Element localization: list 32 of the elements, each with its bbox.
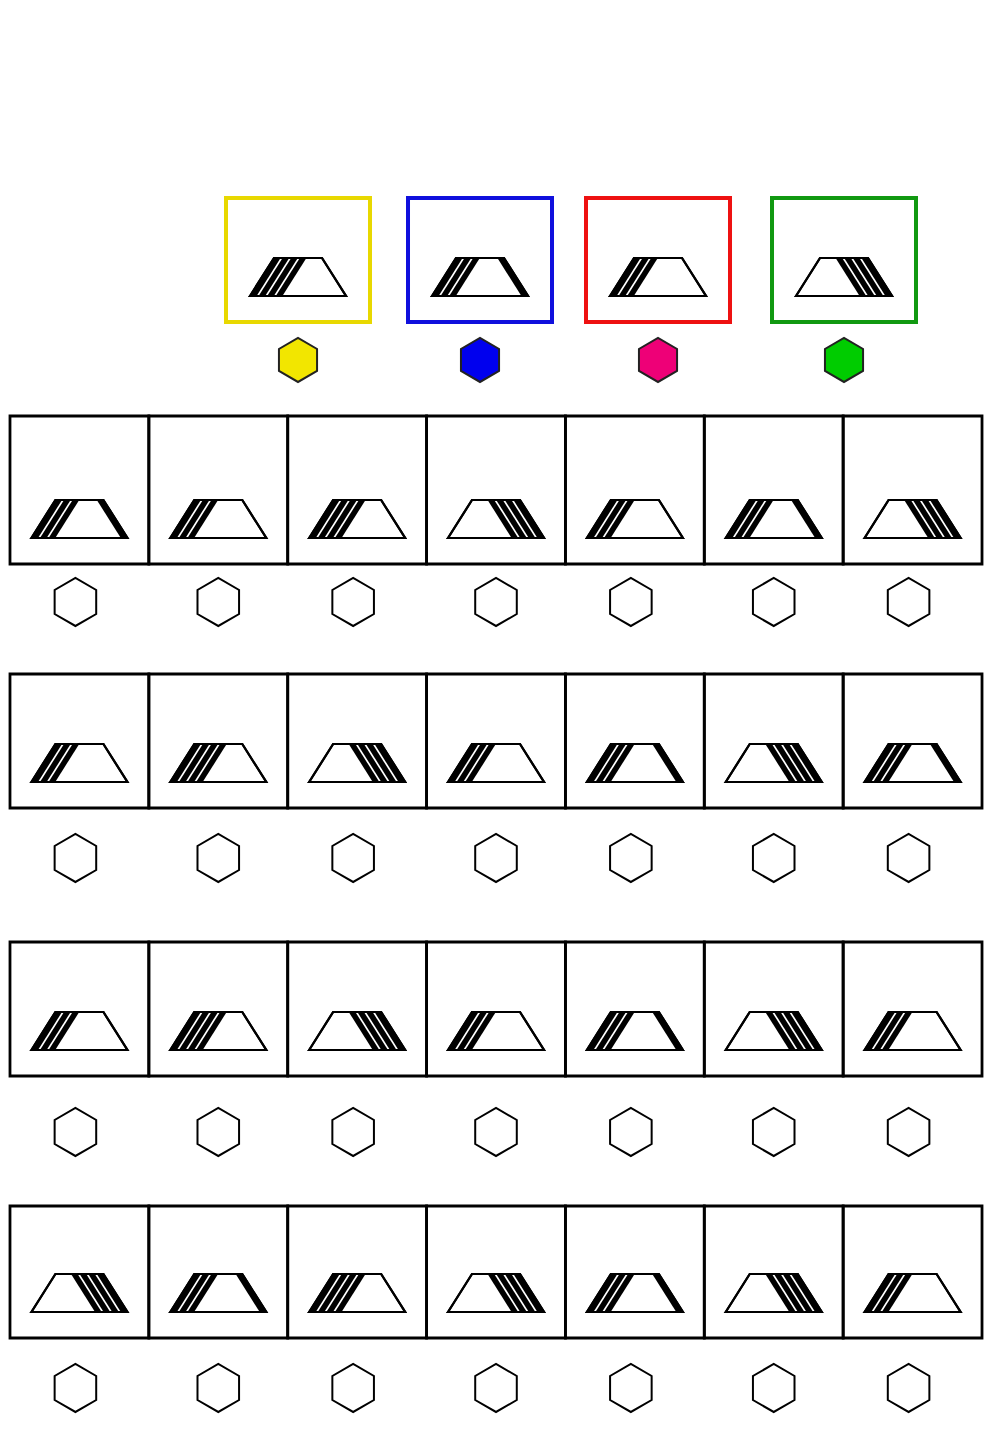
picture-box (425, 1204, 567, 1340)
picture-box (702, 940, 845, 1078)
picture-box (406, 196, 554, 324)
picture-box (286, 940, 428, 1078)
picture-box (425, 672, 567, 810)
picture-box (841, 940, 984, 1078)
picture-box (584, 196, 732, 324)
picture-box (8, 672, 151, 810)
picture-box (425, 940, 567, 1078)
picture-box (702, 672, 845, 810)
picture-box (286, 414, 428, 566)
picture-box (841, 414, 984, 566)
picture-box (841, 672, 984, 810)
picture-box (564, 940, 706, 1078)
picture-box (8, 940, 151, 1078)
picture-box (147, 1204, 290, 1340)
picture-box (702, 1204, 845, 1340)
picture-box (841, 1204, 984, 1340)
picture-box (425, 414, 567, 566)
picture-box (147, 940, 290, 1078)
picture-box (564, 414, 706, 566)
picture-box (8, 1204, 151, 1340)
picture-box (286, 672, 428, 810)
picture-box (770, 196, 918, 324)
picture-box (564, 672, 706, 810)
picture-box (564, 1204, 706, 1340)
picture-box (286, 1204, 428, 1340)
picture-box (702, 414, 845, 566)
picture-box (8, 414, 151, 566)
picture-box (147, 672, 290, 810)
picture-box (224, 196, 372, 324)
picture-box (147, 414, 290, 566)
